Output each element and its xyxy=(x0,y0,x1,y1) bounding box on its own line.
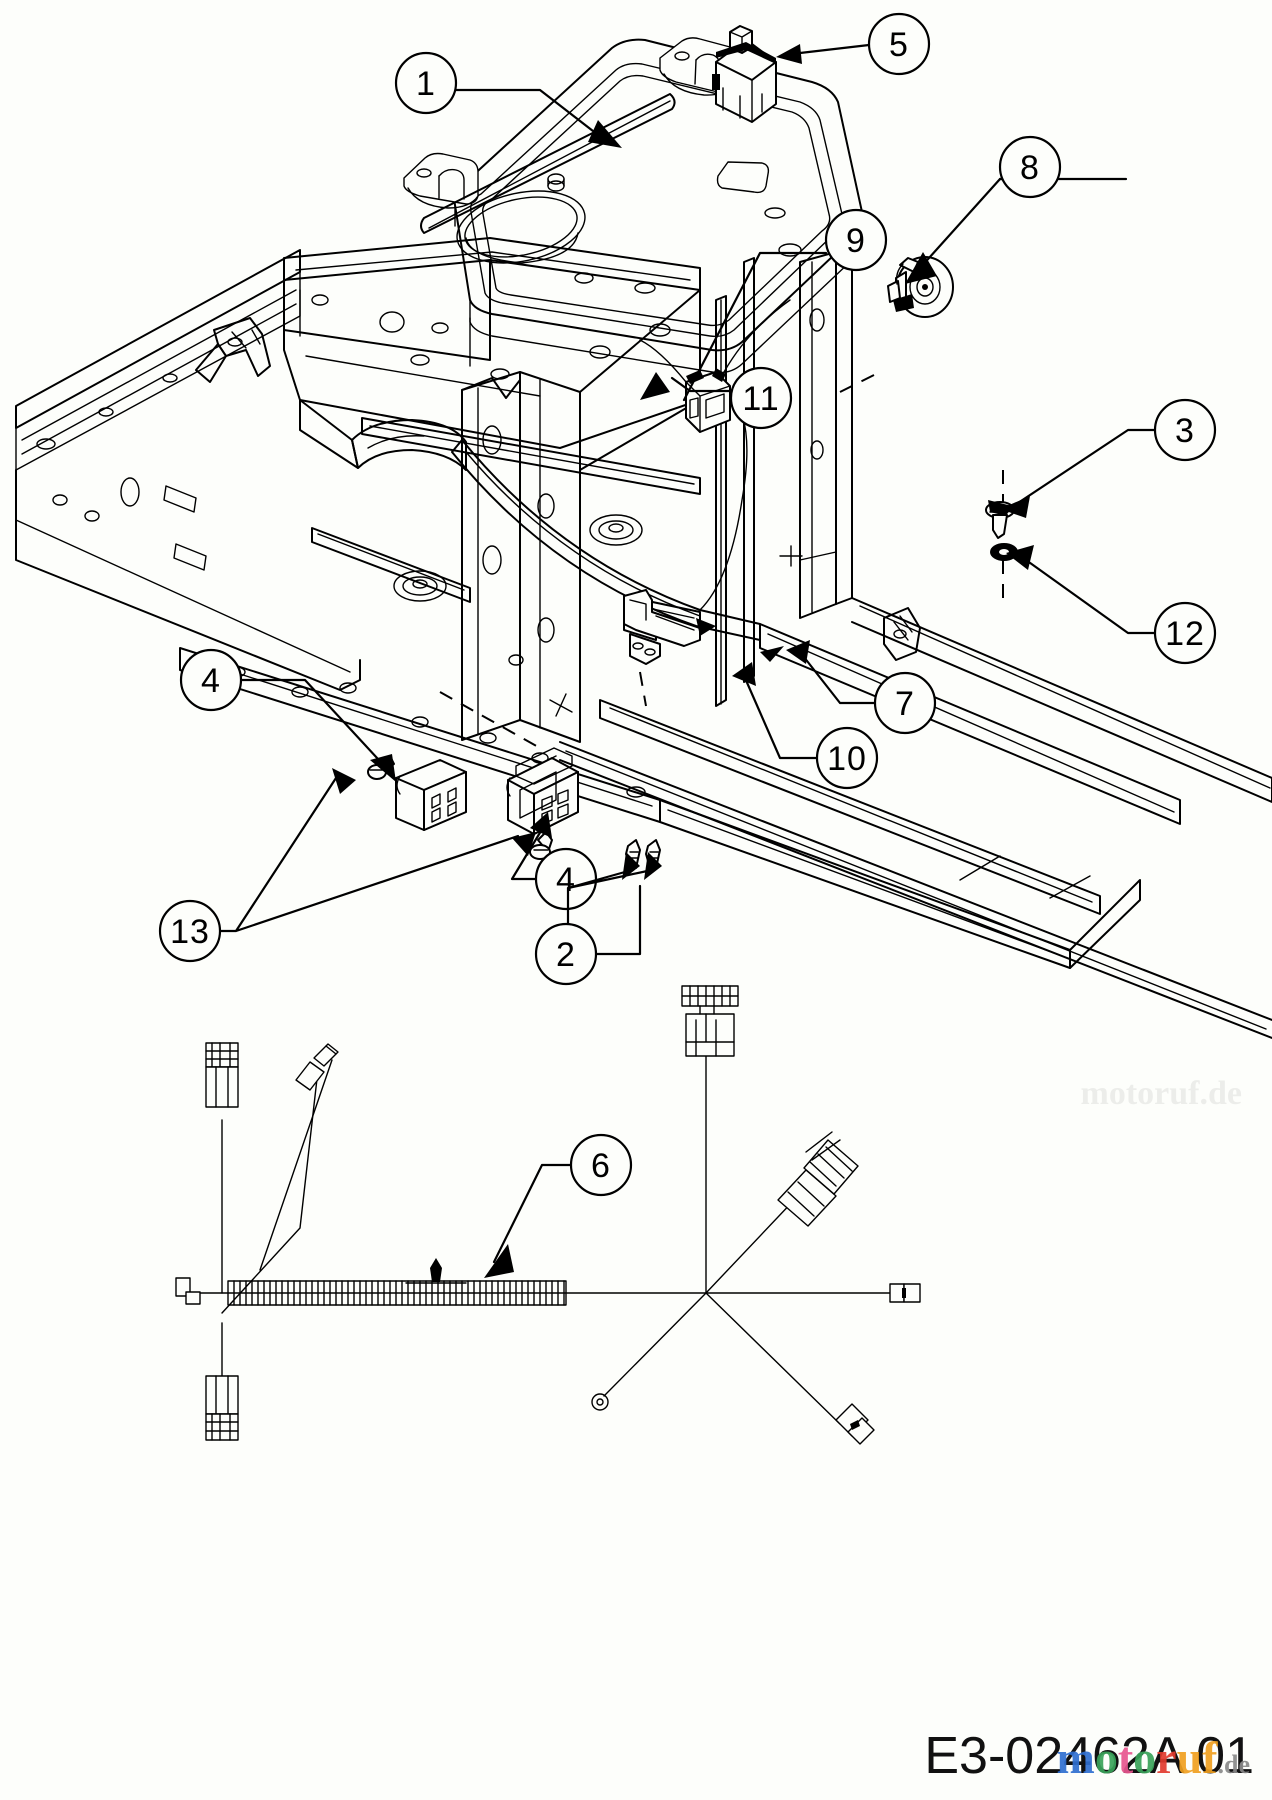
callout-circle[interactable] xyxy=(867,12,931,76)
callout-13[interactable]: 13 xyxy=(158,768,536,963)
callout-1[interactable]: 1 xyxy=(394,51,622,148)
callout-circle[interactable] xyxy=(394,51,458,115)
callout-7[interactable]: 7 xyxy=(786,640,937,735)
callout-label: 12 xyxy=(1165,615,1205,653)
callout-label: 11 xyxy=(742,380,779,418)
callout-label: 3 xyxy=(1175,412,1195,450)
callout-circle[interactable] xyxy=(1153,601,1217,665)
watermark-letter-o2: o xyxy=(1133,1732,1157,1783)
blade-terminal xyxy=(835,1403,875,1445)
callout-label: 2 xyxy=(556,936,576,974)
callout-circle[interactable] xyxy=(1153,398,1217,462)
callout-circle[interactable] xyxy=(824,208,888,272)
left-upper-connector xyxy=(205,1042,239,1108)
watermark-faint: motoruf.de xyxy=(1081,1075,1242,1113)
watermark-letter-t: t xyxy=(1117,1732,1134,1783)
callout-label: 6 xyxy=(591,1147,611,1185)
watermark-faint-suffix: .de xyxy=(1199,1075,1243,1112)
bracket-tab xyxy=(629,633,784,665)
callout-12[interactable]: 12 xyxy=(1006,545,1217,665)
callout-8[interactable]: 8 xyxy=(905,135,1128,284)
watermark-faint-text: motoruf xyxy=(1080,1075,1200,1112)
callout-circle[interactable] xyxy=(729,366,793,430)
left-lower-connector xyxy=(205,1375,239,1441)
watermark-letter-r: r xyxy=(1156,1732,1177,1783)
wiring-harness xyxy=(175,985,921,1445)
document-code: E3-02462A 01 xyxy=(924,1727,1254,1785)
watermark-letter-o1: o xyxy=(1094,1732,1118,1783)
conduit-sleeve xyxy=(227,1280,567,1306)
right-terminal xyxy=(889,1283,921,1303)
callout-4[interactable]: 4 xyxy=(179,648,396,782)
watermark-letter-m: m xyxy=(1056,1732,1095,1783)
switch-bracket xyxy=(623,589,716,647)
watermark: motoruf.de xyxy=(1057,1731,1251,1784)
eyelet-terminal xyxy=(591,1393,609,1411)
callout-3[interactable]: 3 xyxy=(1000,398,1217,518)
callout-11[interactable]: 11 xyxy=(640,366,793,430)
push-pin-fastener-b xyxy=(529,831,553,860)
callout-label: 13 xyxy=(170,913,210,951)
callout-label: 7 xyxy=(895,685,915,723)
callout-circle[interactable] xyxy=(815,726,879,790)
callout-circle[interactable] xyxy=(998,135,1062,199)
callout-label: 1 xyxy=(416,65,436,103)
callout-circle[interactable] xyxy=(873,671,937,735)
watermark-letter-f: f xyxy=(1202,1732,1218,1783)
inline-splice xyxy=(295,1043,339,1091)
right-ribbed-connector xyxy=(777,1131,859,1227)
callout-circle[interactable] xyxy=(179,648,243,712)
rocker-switch xyxy=(712,25,777,123)
callout-label: 8 xyxy=(1020,149,1040,187)
callout-label: 4 xyxy=(556,861,576,899)
callout-label: 10 xyxy=(827,740,867,778)
ignition-switch xyxy=(887,256,954,318)
left-terminal xyxy=(175,1277,201,1305)
callout-2[interactable]: 2 xyxy=(534,852,662,986)
callout-9[interactable]: 9 xyxy=(682,208,888,402)
watermark-letter-u: u xyxy=(1176,1732,1203,1783)
callout-label: 4 xyxy=(201,662,221,700)
callout-label: 9 xyxy=(846,222,866,260)
connector-block-left xyxy=(395,759,467,831)
top-center-connector xyxy=(681,985,739,1057)
callout-circle[interactable] xyxy=(569,1133,633,1197)
callout-6[interactable]: 6 xyxy=(484,1133,633,1278)
callout-circle[interactable] xyxy=(158,899,222,963)
watermark-suffix: .de xyxy=(1217,1750,1251,1779)
callout-5[interactable]: 5 xyxy=(776,12,931,76)
callout-4b[interactable]: 4 xyxy=(510,812,598,911)
callout-10[interactable]: 10 xyxy=(732,662,879,790)
callout-label: 5 xyxy=(889,26,909,64)
